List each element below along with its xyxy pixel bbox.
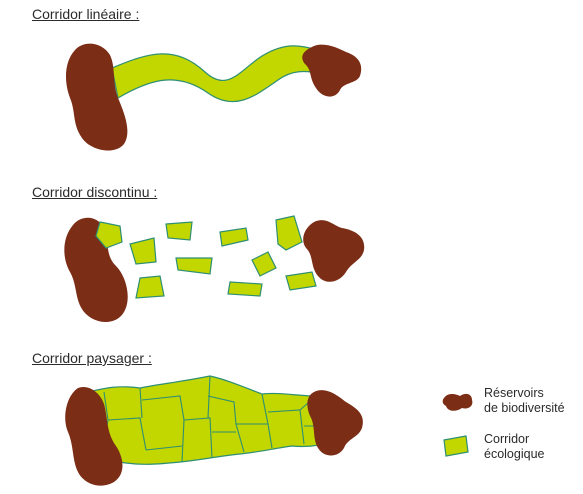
patch-7 <box>251 251 277 277</box>
patch-10 <box>285 271 317 291</box>
landscape-corridor-mosaic <box>87 375 341 465</box>
patch-9 <box>227 281 263 297</box>
legend-reservoirs-line1: Réservoirs <box>484 386 544 400</box>
legend-reservoirs-label: Réservoirs de biodiversité <box>484 386 565 416</box>
legend-reservoirs-line2: de biodiversité <box>484 401 565 415</box>
title-corridor-lineaire: Corridor linéaire : <box>32 6 140 22</box>
discontinuous-corridor-group <box>64 215 365 322</box>
reservoir-left-3 <box>65 386 123 486</box>
legend-corridor-line1: Corridor <box>484 432 530 446</box>
reservoir-left-1 <box>65 43 128 151</box>
legend <box>442 393 473 457</box>
reservoir-right-2 <box>303 220 365 282</box>
patch-2 <box>129 237 157 265</box>
title-corridor-discontinu: Corridor discontinu : <box>32 184 158 200</box>
patch-6 <box>175 257 213 275</box>
legend-corridor-icon <box>443 435 469 457</box>
legend-corridor-line2: écologique <box>484 447 545 461</box>
landscape-corridor-group <box>65 375 363 486</box>
patch-8 <box>135 275 165 299</box>
linear-corridor-band <box>111 45 323 103</box>
patch-1 <box>95 221 123 249</box>
linear-corridor-group <box>65 43 362 151</box>
patch-4 <box>219 227 249 247</box>
patch-3 <box>165 221 193 241</box>
legend-corridor-label: Corridor écologique <box>484 432 544 462</box>
patch-5 <box>275 215 303 251</box>
title-corridor-paysager: Corridor paysager : <box>32 350 152 366</box>
reservoir-left-2 <box>64 217 128 322</box>
legend-reservoir-icon <box>442 393 473 411</box>
reservoir-right-3 <box>307 390 363 456</box>
reservoir-right-1 <box>302 44 362 97</box>
